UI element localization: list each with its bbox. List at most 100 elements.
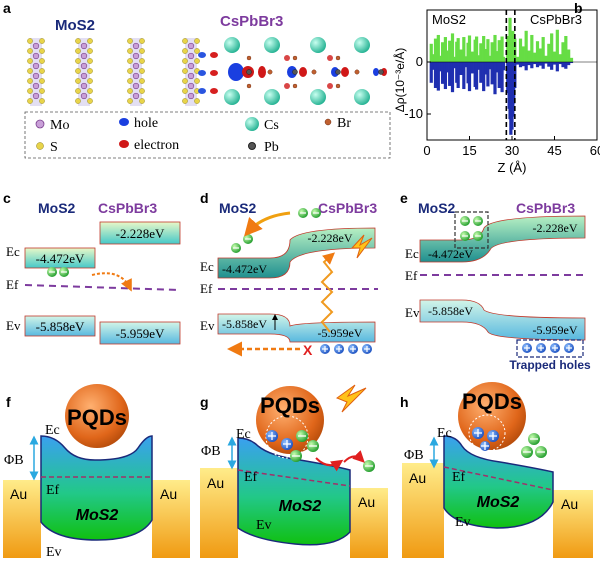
chart-bar (436, 34, 440, 62)
panel-c-mos2-ec-box (24, 247, 96, 269)
panel-d-electrons (231, 208, 321, 253)
s-atom-icon (36, 142, 44, 150)
panel-a-legend: Mo S hole electron Cs Pb Br (35, 116, 351, 155)
chart-bar (552, 62, 557, 65)
chart-bar (500, 36, 504, 62)
panel-d-mos2-ev-value: -5.858eV (222, 317, 267, 331)
chart-bar (544, 62, 548, 64)
chart-bar (463, 62, 467, 68)
panel-c-ef-label: Ef (6, 277, 19, 292)
chart-bar (524, 30, 528, 62)
chart-bar (550, 62, 554, 70)
chart-bar (518, 62, 523, 68)
panel-c-ec-label: Ec (6, 244, 20, 259)
chart-bar (456, 62, 460, 88)
panel-d-electron-arrow (244, 211, 291, 237)
panel-h-phi-label: ΦB (404, 448, 424, 463)
chart-bar (452, 56, 456, 62)
panel-g-ec-label: Ec (236, 427, 251, 442)
panel-g-mos2-label: MoS2 (279, 498, 322, 515)
chart-bar (474, 62, 479, 90)
chart-bar (567, 62, 571, 66)
panel-c-mos2-ec-value: -4.472eV (36, 251, 85, 266)
lightning-icon (350, 234, 373, 259)
panel-label-f: f (6, 394, 11, 410)
hole-icon (119, 118, 129, 126)
lightning-icon (335, 384, 367, 413)
chart-bar (490, 62, 494, 85)
panel-c-cspb-ec-box (99, 221, 181, 245)
chart-bar (433, 38, 438, 62)
legend-pb: Pb (264, 140, 279, 155)
panel-a-mos2-label: MoS2 (55, 17, 95, 34)
chart-bar (561, 42, 565, 62)
chart-ylabel: Δρ(10⁻³e/Å) (392, 48, 407, 113)
panel-label-c: c (3, 190, 11, 206)
chart-x-tick-label: 45 (547, 143, 561, 158)
chart-bar (463, 56, 467, 62)
panel-f-au-right (152, 480, 190, 558)
legend-cs: Cs (264, 118, 279, 133)
panel-g-carriers (266, 430, 375, 472)
chart-bar (448, 62, 452, 86)
chart-bar (486, 39, 490, 62)
mo-atom-icon (35, 119, 45, 129)
panel-label-d: d (200, 190, 209, 206)
chart-bar (470, 62, 474, 74)
panel-d-photon-wave (320, 252, 336, 333)
chart-bar (456, 38, 460, 62)
panel-d-mos2-ec-value: -4.472eV (222, 262, 267, 276)
chart-bar (569, 62, 574, 64)
panel-d-cspb-ec-value: -2.228eV (308, 231, 353, 245)
panel-d-ef-label: Ef (200, 281, 213, 296)
chart-x-tick-label: 15 (462, 143, 476, 158)
chart-x-tick-label: 0 (423, 143, 430, 158)
panel-e-hole-box (516, 339, 584, 358)
chart-bar (440, 62, 445, 84)
panel-h-ev-label: Ev (455, 515, 471, 530)
chart-bar (486, 62, 490, 87)
panel-label-a: a (3, 0, 11, 16)
cs-atom-icon (245, 117, 259, 131)
panel-e-cspb-ev-value: -5.959eV (533, 323, 578, 337)
panel-a-legend-box (24, 111, 391, 159)
chart-bar (538, 62, 542, 66)
pb-atom-icon (248, 142, 256, 150)
chart-bar (530, 34, 534, 62)
chart-bar (493, 62, 497, 95)
legend-br: Br (337, 116, 351, 131)
chart-bar (429, 43, 433, 62)
chart-x-tick-label: 30 (505, 143, 519, 158)
charge-density-chart: MoS2 CsPbBr3 Δρ(10⁻³e/Å) Z (Å) 015304560… (392, 9, 600, 175)
panel-g-electron-arrow-1 (315, 457, 344, 472)
chart-bar (521, 62, 525, 67)
chart-bar (459, 62, 463, 75)
chart-bar (547, 43, 551, 62)
chart-bar (516, 62, 520, 65)
panel-h-ec-label: Ec (437, 426, 452, 441)
chart-bar (501, 62, 506, 71)
chart-bar (467, 62, 472, 92)
panel-d-mos2: MoS2 (219, 200, 257, 216)
chart-bar (482, 62, 486, 92)
chart-bar (535, 41, 540, 62)
chart-bar (429, 62, 433, 83)
chart-bar (493, 34, 497, 62)
panel-label-b: b (574, 0, 583, 16)
legend-s: S (50, 140, 58, 155)
panel-c-mos2: MoS2 (38, 200, 76, 216)
panel-c-ev-label: Ev (6, 318, 21, 333)
panel-g-ev-label: Ev (256, 518, 272, 533)
panel-g-au-left (200, 468, 238, 558)
chart-y-tick-label: -10 (404, 106, 423, 121)
chart-bar (490, 42, 494, 62)
panel-h-mos2-label: MoS2 (477, 494, 520, 511)
chart-bar (462, 62, 466, 90)
chart-bar (533, 62, 537, 65)
panel-f-mos2-band (40, 435, 153, 541)
panel-f-ec-label: Ec (45, 423, 60, 438)
panel-f-phi-label: ΦB (4, 453, 24, 468)
chart-bar (558, 62, 562, 65)
chart-bar (508, 17, 512, 62)
panel-h-au-right (553, 490, 593, 558)
